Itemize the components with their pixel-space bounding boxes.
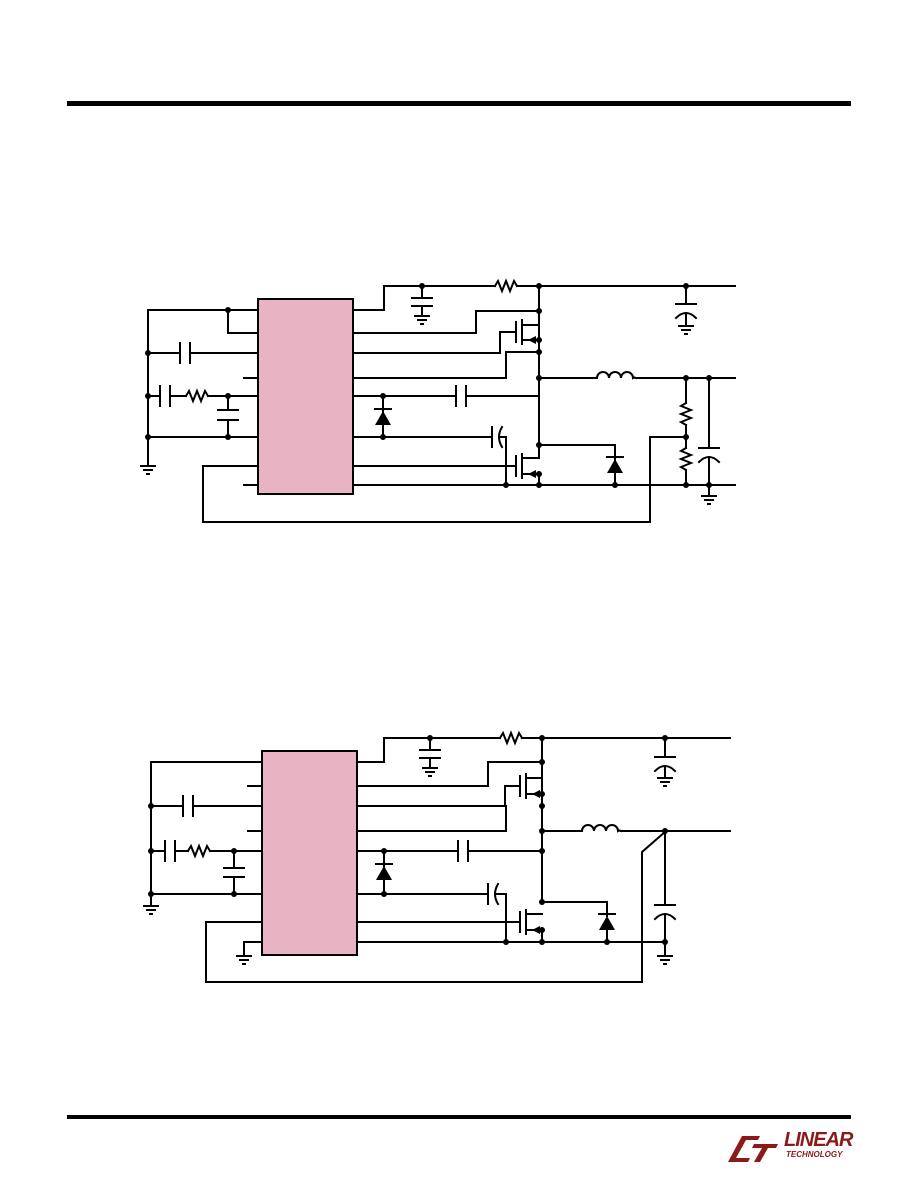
controller-ic (261, 750, 358, 956)
logo-subword: TECHNOLOGY (786, 1150, 843, 1159)
lt-logo-icon (728, 1136, 778, 1162)
top-rule (67, 101, 851, 106)
bottom-rule (67, 1115, 851, 1119)
schematic-upper (140, 278, 736, 523)
logo-word: LINEAR (784, 1129, 853, 1151)
linear-technology-logo: LINEAR TECHNOLOGY (726, 1129, 853, 1166)
schematic-lower (143, 730, 731, 983)
controller-ic (257, 298, 354, 495)
